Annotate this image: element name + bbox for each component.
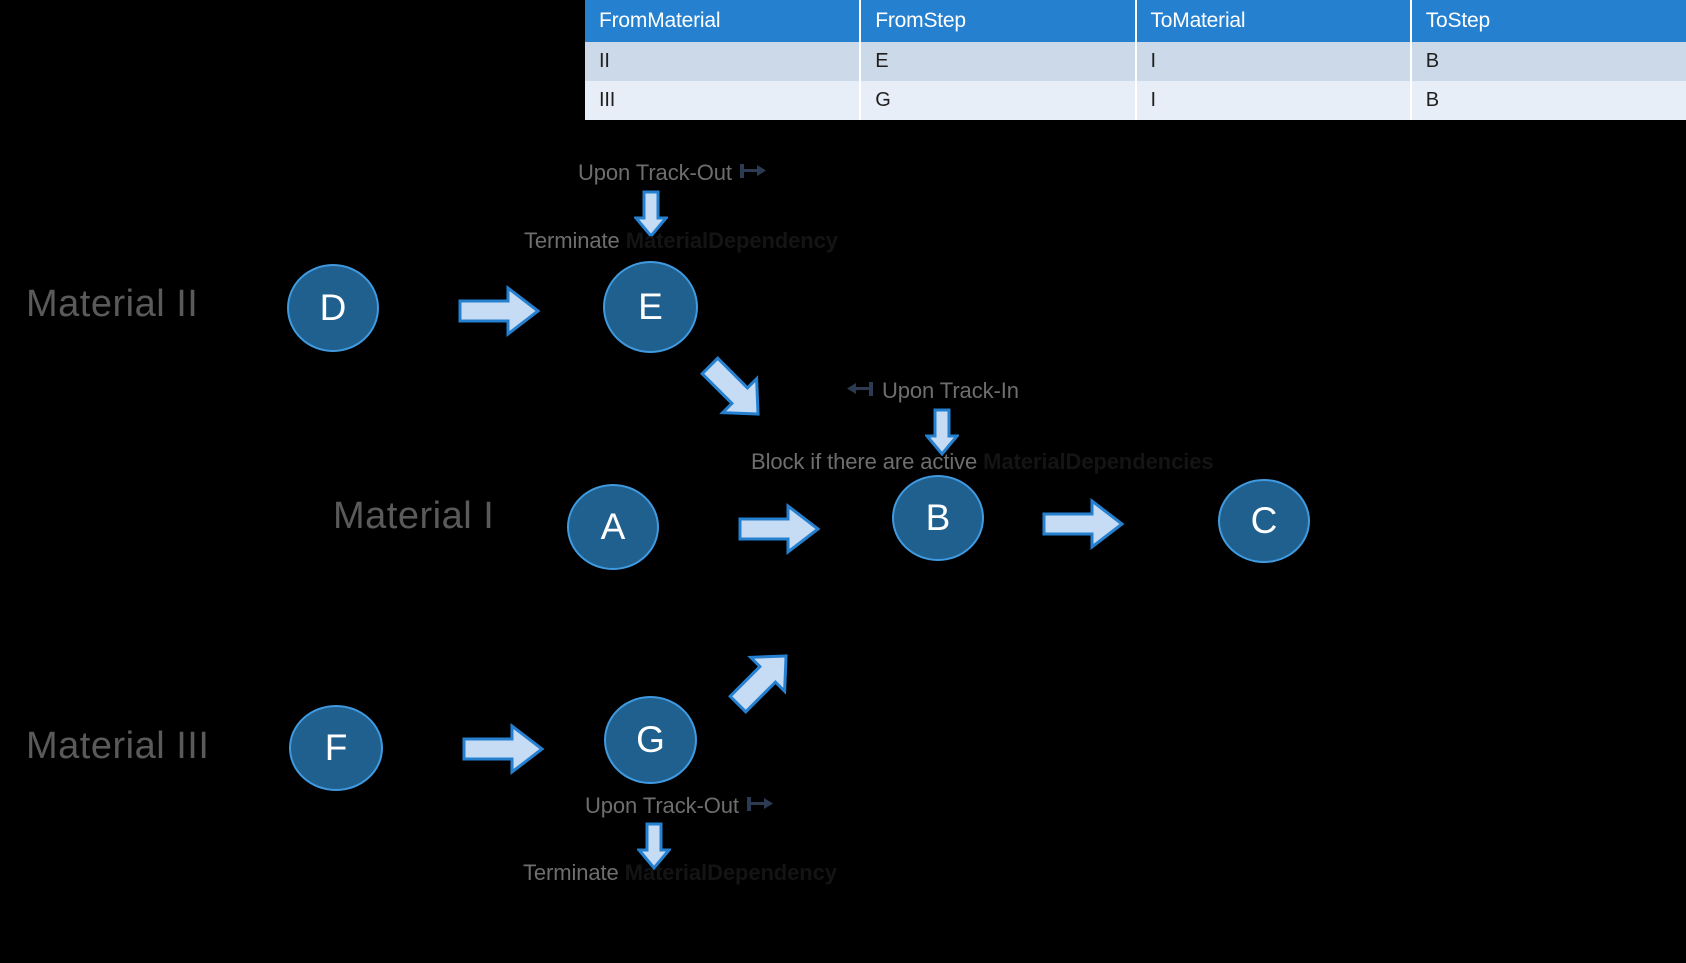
- flow-arrow-a-to-b: [738, 502, 821, 556]
- lane-label-material-i: Material I: [333, 495, 495, 537]
- dependency-arrow-g-to-b: [722, 645, 802, 715]
- trigger-track-out-top: Upon Track-Out: [578, 160, 767, 186]
- cell-fromstep: E: [860, 42, 1137, 81]
- annotation-terminate-top-hard: MaterialDependency: [625, 228, 838, 253]
- trigger-label: Upon Track-In: [882, 378, 1019, 403]
- column-header-tostep[interactable]: ToStep: [1410, 0, 1686, 42]
- annotation-terminate-top: Terminate MaterialDependency: [524, 228, 838, 254]
- annotation-terminate-top-soft: Terminate: [524, 228, 626, 253]
- track-out-icon: [739, 160, 767, 186]
- column-header-tomaterial[interactable]: ToMaterial: [1135, 0, 1412, 42]
- table-header-row: FromMaterial FromStep ToMaterial ToStep: [585, 0, 1686, 42]
- cell-frommaterial: II: [585, 42, 862, 81]
- annotation-block-soft: Block if there are active: [751, 449, 984, 474]
- annotation-terminate-bottom-hard: MaterialDependency: [624, 860, 837, 885]
- node-e[interactable]: E: [603, 261, 698, 353]
- annotation-block-hard: MaterialDependencies: [983, 449, 1214, 474]
- trigger-track-in: Upon Track-In: [845, 378, 1019, 404]
- track-in-icon: [845, 378, 875, 404]
- annotation-terminate-bottom: Terminate MaterialDependency: [523, 860, 837, 886]
- node-b[interactable]: B: [892, 475, 984, 561]
- trigger-label: Upon Track-Out: [578, 160, 732, 185]
- node-a[interactable]: A: [567, 484, 659, 570]
- node-d[interactable]: D: [287, 264, 379, 352]
- cell-tostep: B: [1410, 42, 1686, 81]
- dependency-arrow-e-to-b: [694, 355, 774, 425]
- cell-tomaterial: I: [1135, 81, 1412, 120]
- lane-label-material-iii: Material III: [26, 725, 210, 767]
- cell-tomaterial: I: [1135, 42, 1412, 81]
- cell-frommaterial: III: [585, 81, 862, 120]
- node-g[interactable]: G: [604, 696, 697, 784]
- annotation-arrow-down-top: [632, 190, 670, 243]
- node-f[interactable]: F: [289, 705, 383, 791]
- material-dependency-table: FromMaterial FromStep ToMaterial ToStep …: [585, 0, 1686, 120]
- track-out-icon: [746, 793, 774, 819]
- annotation-arrow-down-middle: [923, 408, 961, 461]
- annotation-arrow-down-bottom: [635, 822, 673, 875]
- trigger-label: Upon Track-Out: [585, 793, 739, 818]
- annotation-block-dependencies: Block if there are active MaterialDepend…: [751, 449, 1214, 475]
- flow-arrow-d-to-e: [458, 284, 541, 338]
- trigger-track-out-bottom: Upon Track-Out: [585, 793, 774, 819]
- cell-tostep: B: [1410, 81, 1686, 120]
- table-row[interactable]: III G I B: [585, 81, 1686, 120]
- table-row[interactable]: II E I B: [585, 42, 1686, 81]
- lane-label-material-ii: Material II: [26, 283, 199, 325]
- cell-fromstep: G: [860, 81, 1137, 120]
- column-header-fromstep[interactable]: FromStep: [860, 0, 1137, 42]
- flow-arrow-f-to-g: [462, 722, 545, 776]
- column-header-frommaterial[interactable]: FromMaterial: [585, 0, 862, 42]
- annotation-terminate-bottom-soft: Terminate: [523, 860, 625, 885]
- flow-arrow-b-to-c: [1042, 497, 1125, 551]
- node-c[interactable]: C: [1218, 479, 1310, 563]
